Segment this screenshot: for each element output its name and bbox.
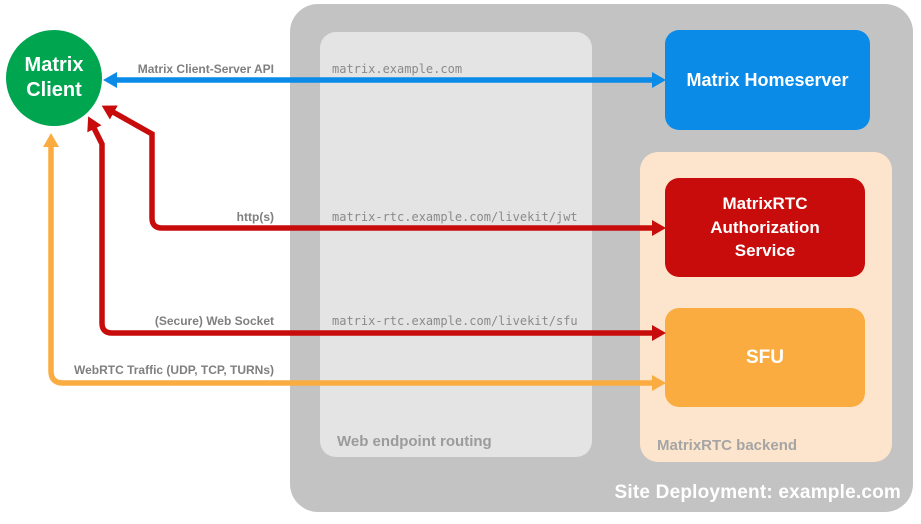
sfu-node: SFU — [665, 308, 865, 407]
matrix-homeserver-node: Matrix Homeserver — [665, 30, 870, 130]
matrixrtc-authorization-service-label: MatrixRTC Authorization Service — [710, 193, 820, 261]
sfu-label: SFU — [746, 346, 784, 368]
arrow-label-web-socket: (Secure) Web Socket — [154, 314, 274, 328]
arrow-label-https: http(s) — [236, 210, 274, 224]
matrix-homeserver-label: Matrix Homeserver — [686, 69, 849, 90]
matrixrtc-backend-label: MatrixRTC backend — [657, 437, 798, 454]
arrow-label-client-server-api: Matrix Client-Server API — [137, 62, 274, 76]
endpoint-matrix-example-com: matrix.example.com — [332, 62, 463, 76]
endpoint-livekit-sfu: matrix-rtc.example.com/livekit/sfu — [332, 314, 578, 328]
arrow-label-webrtc-traffic: WebRTC Traffic (UDP, TCP, TURNs) — [73, 363, 274, 377]
matrix-client-node: Matrix Client — [6, 30, 102, 126]
site-deployment-label: Site Deployment: example.com — [614, 482, 901, 503]
matrixrtc-authorization-service-node: MatrixRTC Authorization Service — [665, 178, 865, 277]
endpoint-livekit-jwt: matrix-rtc.example.com/livekit/jwt — [332, 210, 578, 224]
web-endpoint-routing-container: Web endpoint routing — [320, 32, 592, 457]
web-endpoint-routing-label: Web endpoint routing — [337, 433, 492, 450]
matrix-client-label-line2: Client — [26, 79, 82, 101]
matrix-client-label-line1: Matrix — [24, 54, 84, 76]
